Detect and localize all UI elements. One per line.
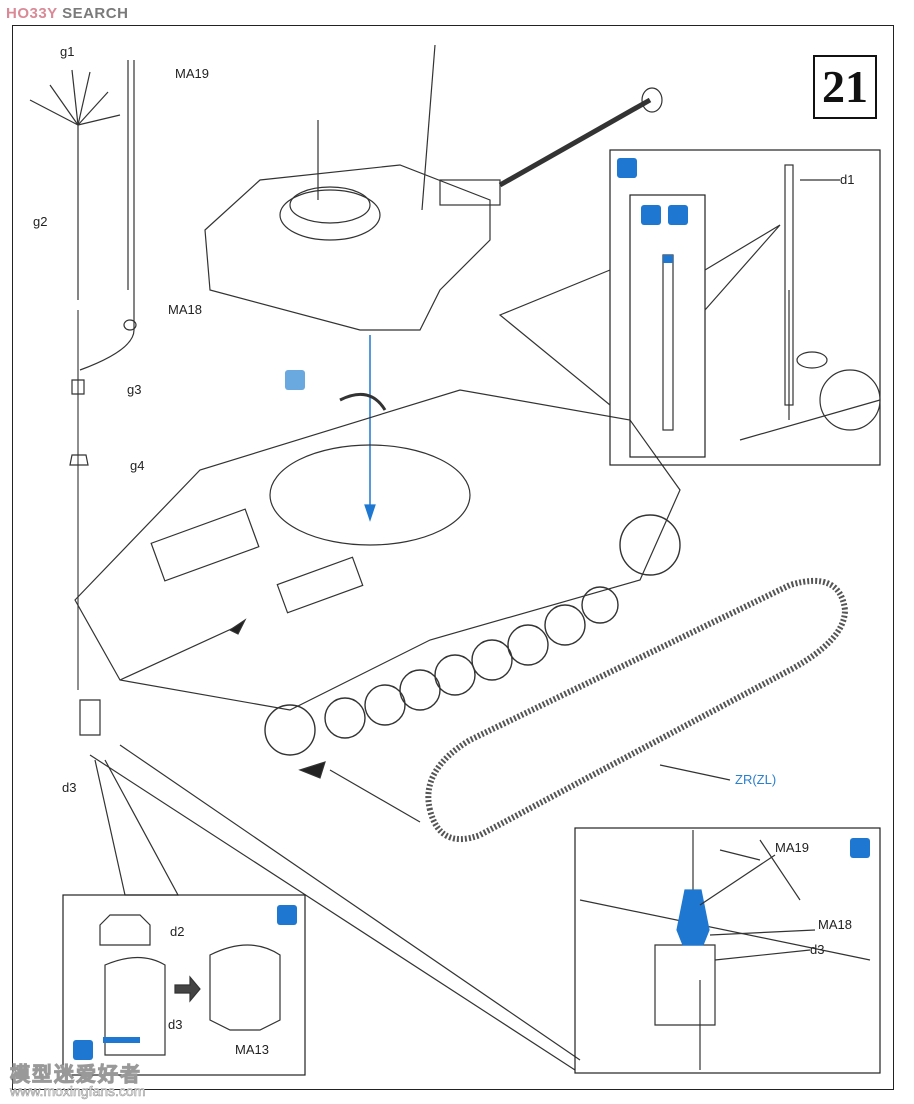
label-ma19: MA19 <box>175 66 209 81</box>
label-g4: g4 <box>130 458 145 473</box>
label-ma18-inset: MA18 <box>818 917 852 932</box>
label-d3-left-inset: d3 <box>168 1017 183 1032</box>
paint-brush-icon <box>277 905 297 925</box>
antenna-g1 <box>29 69 121 690</box>
label-d2: d2 <box>170 924 185 939</box>
label-d3: d3 <box>62 780 77 795</box>
hobbysearch-logo: HO33Y SEARCH <box>6 5 129 22</box>
cement-icon <box>73 1040 93 1060</box>
cement-icon <box>668 205 688 225</box>
watermark-cn: 模型迷爱好者 <box>10 1064 142 1087</box>
label-ma19-inset: MA19 <box>775 840 809 855</box>
page-frame <box>12 25 894 1090</box>
label-d1: d1 <box>840 172 855 187</box>
label-d3-inset: d3 <box>810 942 825 957</box>
no-cement-icon <box>285 370 305 390</box>
label-ma13: MA13 <box>235 1042 269 1057</box>
label-track: ZR(ZL) <box>735 772 777 787</box>
label-ma18: MA18 <box>168 302 202 317</box>
label-g3: g3 <box>127 382 142 397</box>
track-zr-zl <box>425 577 849 842</box>
paint-brush-icon <box>641 205 661 225</box>
step-number: 21 <box>813 55 877 119</box>
watermark-url: www.moxingfans.com <box>10 1083 146 1100</box>
tank-hull <box>74 389 681 756</box>
paint-brush-icon <box>617 158 637 178</box>
paint-brush-icon <box>850 838 870 858</box>
label-g2: g2 <box>33 214 48 229</box>
label-g1: g1 <box>60 44 75 59</box>
turret <box>204 44 663 331</box>
